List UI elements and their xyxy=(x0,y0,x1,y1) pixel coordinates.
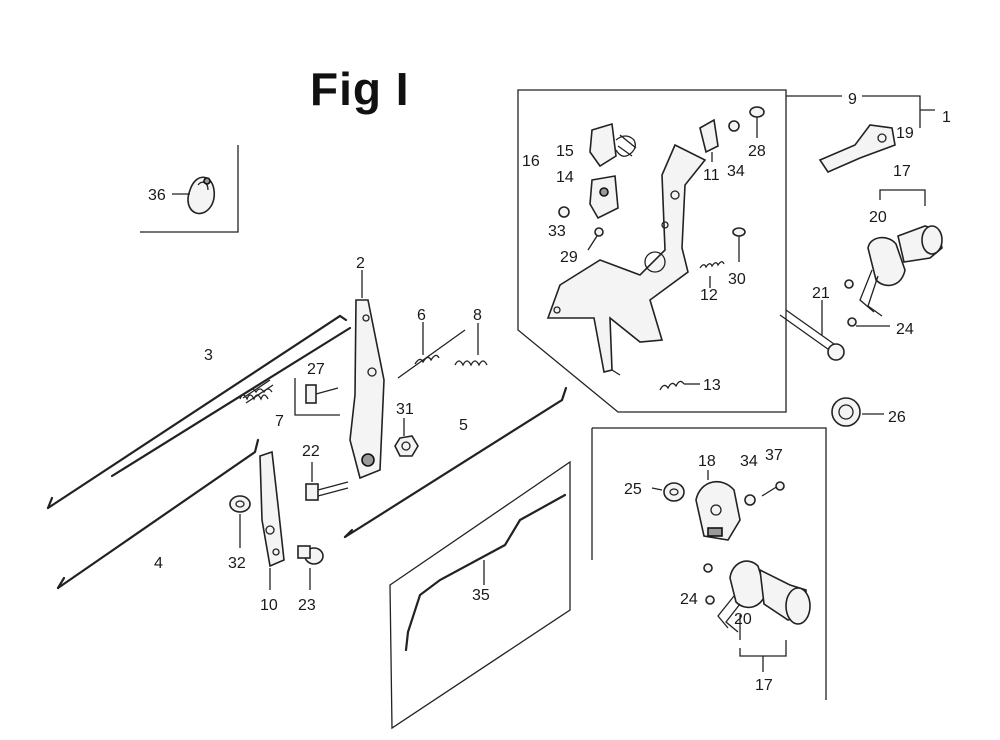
part-29-screw xyxy=(587,227,604,251)
part-18-switch-plate xyxy=(695,470,741,541)
callout-22: 22 xyxy=(302,443,320,460)
callout-15: 15 xyxy=(556,143,574,160)
part-17-switch-assembly-top xyxy=(844,189,943,327)
callout-34-top: 34 xyxy=(727,163,745,180)
part-4-rod xyxy=(56,438,260,590)
part-33-washer xyxy=(558,206,570,218)
callout-12: 12 xyxy=(700,287,718,304)
callout-13: 13 xyxy=(703,377,721,394)
callout-9: 9 xyxy=(848,91,857,108)
callout-29: 29 xyxy=(560,249,578,266)
callout-21: 21 xyxy=(812,285,830,302)
part-6-spring xyxy=(397,322,466,379)
callout-7: 7 xyxy=(275,413,284,430)
callout-27: 27 xyxy=(307,361,325,378)
part-3-rod xyxy=(46,314,348,510)
callout-2: 2 xyxy=(356,255,365,272)
callout-31: 31 xyxy=(396,401,414,418)
part-23-bolt xyxy=(297,545,324,590)
part-28-screw xyxy=(749,106,765,138)
part-11-link xyxy=(699,118,719,162)
part-34-washer-lower xyxy=(744,494,756,506)
part-34-washer xyxy=(728,120,740,132)
part-26-grommet xyxy=(831,397,884,427)
part-7-spring-rod xyxy=(110,326,352,478)
part-9-control-bracket xyxy=(546,143,707,376)
part-32-washer xyxy=(229,495,251,548)
callout-8: 8 xyxy=(473,307,482,324)
part-15-switch xyxy=(589,122,637,168)
part-20-switch-lower xyxy=(703,560,811,640)
part-36-clip xyxy=(172,176,215,215)
part-22-bolt xyxy=(305,462,349,501)
part-2-governor-lever xyxy=(349,270,385,480)
inset-frame-36 xyxy=(140,145,239,233)
part-21-bolt xyxy=(779,300,845,361)
callout-19: 19 xyxy=(896,125,914,142)
callout-1: 1 xyxy=(942,109,951,126)
callout-4: 4 xyxy=(154,555,163,572)
part-8-spring xyxy=(454,323,488,367)
callout-14: 14 xyxy=(556,169,574,186)
callout-20-top: 20 xyxy=(869,209,887,226)
part-12-spring xyxy=(699,261,725,288)
inset-frame-main-bracket xyxy=(517,89,787,413)
part-37-screw xyxy=(761,481,785,497)
callout-10: 10 xyxy=(260,597,278,614)
figure-title: Fig I xyxy=(310,63,410,115)
part-14-switch-body xyxy=(589,175,619,220)
callout-16: 16 xyxy=(522,153,540,170)
callout-6: 6 xyxy=(417,307,426,324)
part-27-bolt xyxy=(294,378,340,416)
callout-30: 30 xyxy=(728,271,746,288)
part-10-arm xyxy=(259,450,285,590)
callout-28: 28 xyxy=(748,143,766,160)
inset-frame-switch-assembly xyxy=(591,427,827,700)
part-19-plate xyxy=(786,95,935,174)
part-13-spring xyxy=(659,380,700,391)
part-17-leader-lower xyxy=(739,640,787,672)
part-30-screw xyxy=(732,227,746,262)
callout-3: 3 xyxy=(204,347,213,364)
callout-20-bottom: 20 xyxy=(734,611,752,628)
callout-11: 11 xyxy=(703,167,720,184)
callout-17-top: 17 xyxy=(893,163,911,180)
part-25-knob xyxy=(651,482,685,502)
callout-24-top: 24 xyxy=(896,321,914,338)
callout-23: 23 xyxy=(298,597,316,614)
callout-25: 25 xyxy=(624,481,642,498)
part-35-wire xyxy=(404,493,567,652)
callout-37: 37 xyxy=(765,447,783,464)
part-5-rod xyxy=(343,386,568,539)
callout-34-bottom: 34 xyxy=(740,453,758,470)
callout-26: 26 xyxy=(888,409,906,426)
callout-17-bottom: 17 xyxy=(755,677,773,694)
part-31-nut xyxy=(394,418,419,457)
callout-18: 18 xyxy=(698,453,716,470)
callout-36: 36 xyxy=(148,187,166,204)
callout-33: 33 xyxy=(548,223,566,240)
callout-5: 5 xyxy=(459,417,468,434)
callout-35: 35 xyxy=(472,587,490,604)
callout-24-bottom: 24 xyxy=(680,591,698,608)
callout-32: 32 xyxy=(228,555,246,572)
inset-frame-35 xyxy=(389,460,571,730)
